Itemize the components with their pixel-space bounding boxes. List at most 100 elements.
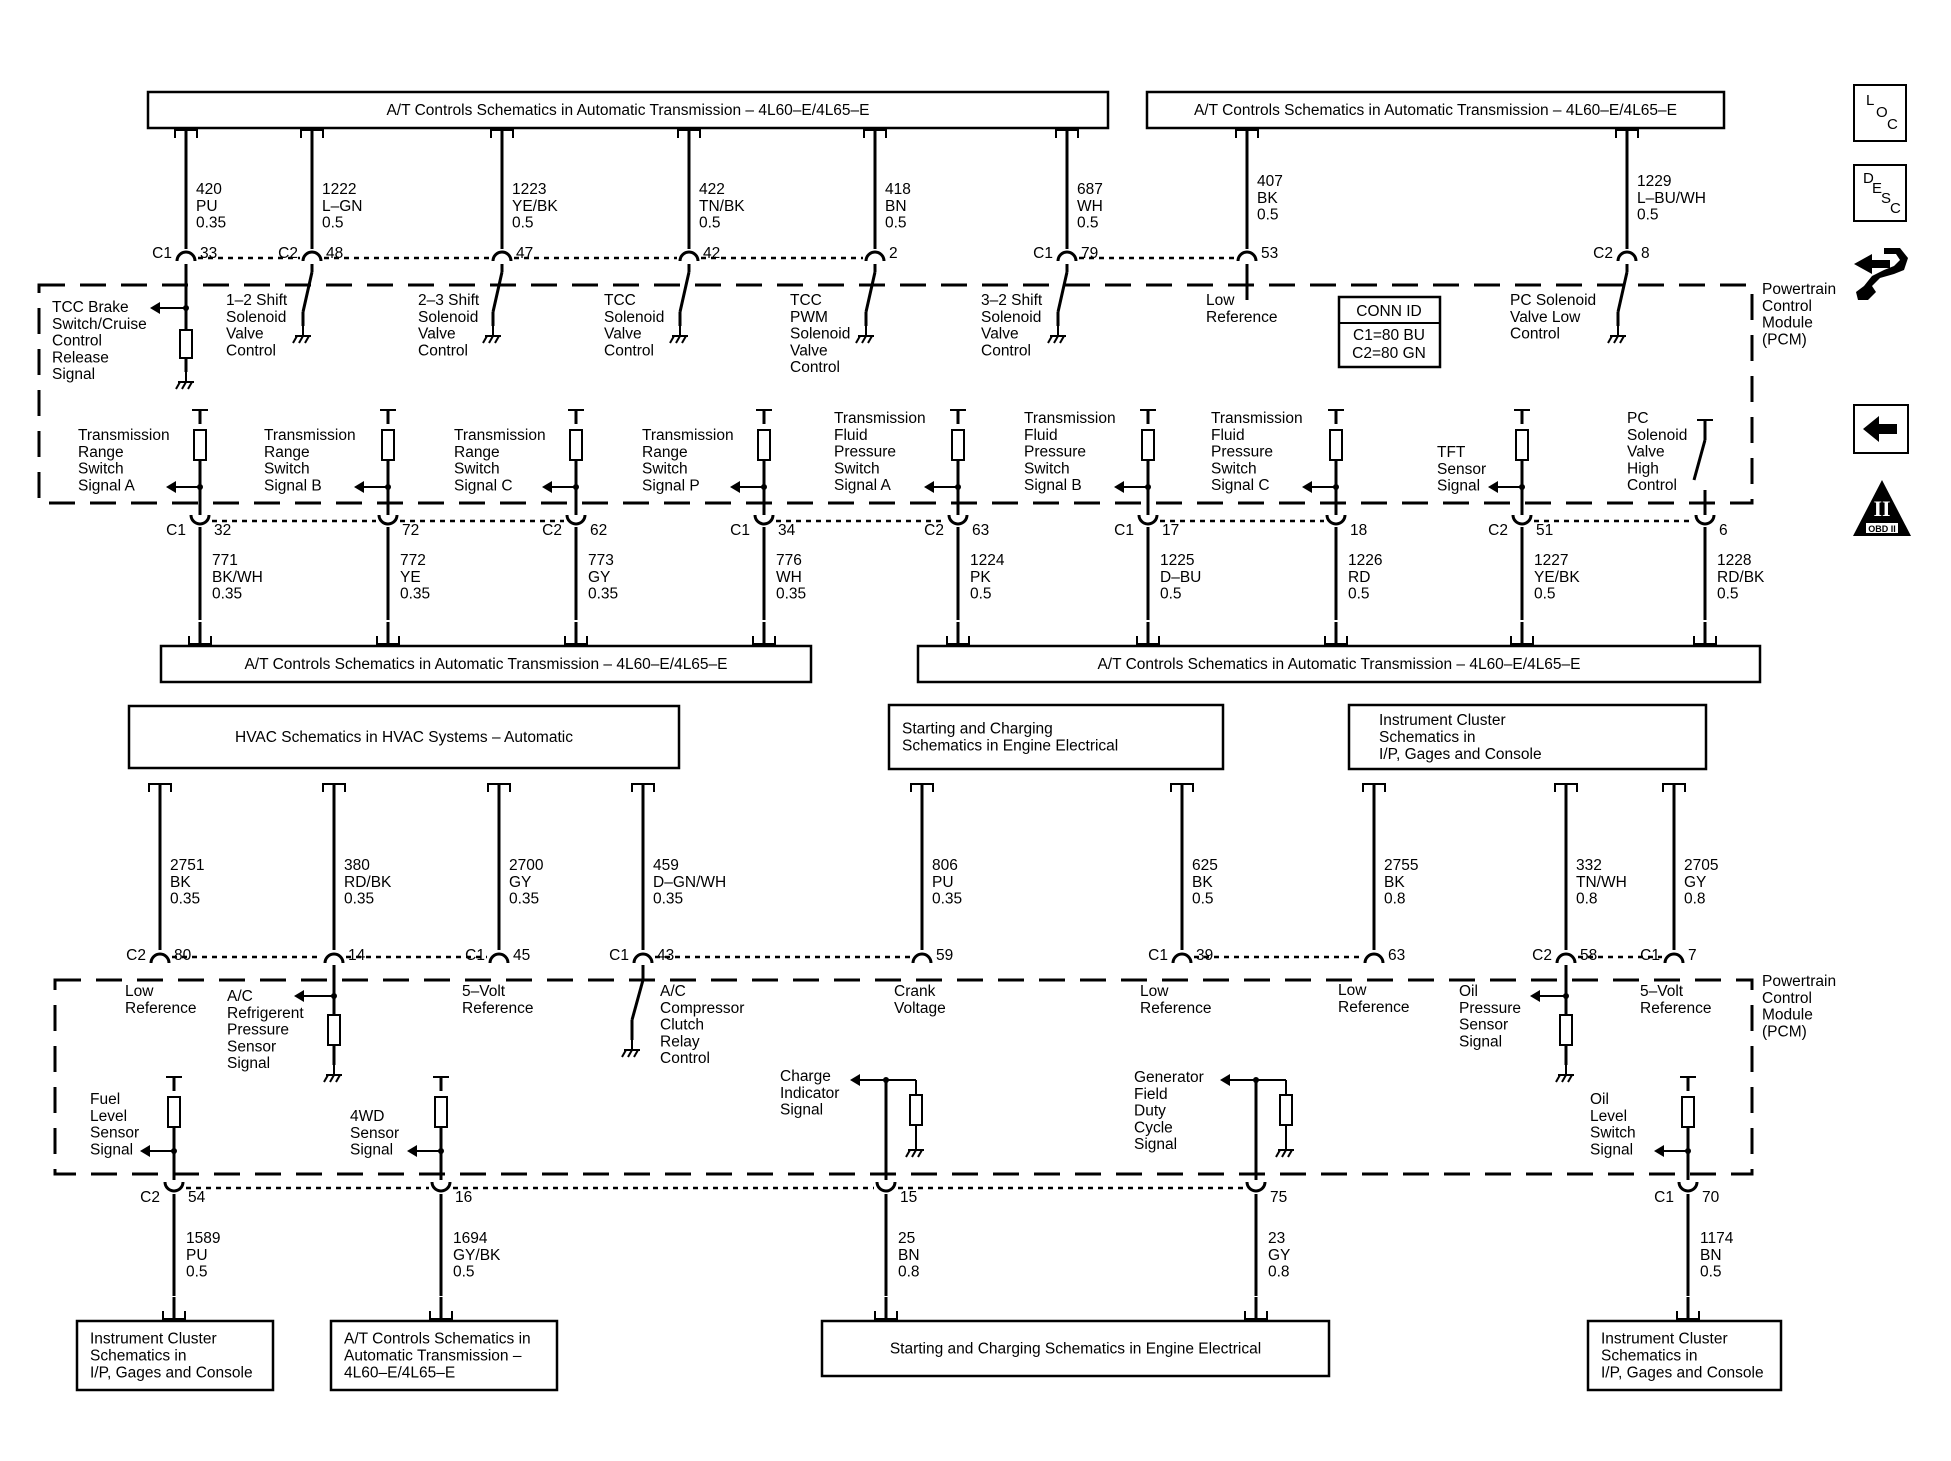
signal-label-text-line: A/C	[227, 988, 253, 1005]
wire-spec-text-line: 1225	[1160, 552, 1194, 569]
ground-symbol	[627, 1049, 633, 1058]
terminal-bracket	[910, 783, 934, 792]
switch-blade	[864, 271, 877, 313]
back-arrow-icon	[1863, 416, 1897, 442]
signal-label-text-line: Control	[1627, 477, 1677, 494]
signal-label-text-line: Reference	[1206, 309, 1278, 326]
wire-spec-text-line: 407	[1257, 173, 1283, 190]
resistor-symbol	[1681, 1096, 1695, 1128]
reference-box[interactable]	[127, 704, 681, 770]
connector-id-text: C2	[542, 522, 562, 539]
connector-id-text: C1	[465, 947, 485, 964]
switch-blade	[301, 271, 314, 313]
wire-spec-text-line: 1694	[453, 1230, 488, 1247]
reference-box[interactable]	[1347, 703, 1708, 771]
signal-arrow-head	[1488, 481, 1498, 493]
reference-box[interactable]	[916, 644, 1762, 684]
signal-label-text-line: Transmission	[1024, 410, 1116, 427]
reference-box[interactable]	[75, 1319, 275, 1392]
reference-box[interactable]	[820, 1319, 1331, 1378]
wire-spec-text-line: 0.35	[212, 586, 242, 603]
pin-number-text: 39	[1196, 947, 1213, 964]
pin-number-text: 70	[1702, 1189, 1720, 1206]
connector-pin-mark	[491, 250, 513, 262]
wire-spec-text-line: 0.35	[196, 215, 226, 232]
back-button[interactable]	[1853, 404, 1909, 454]
connector-pin-mark	[323, 952, 345, 964]
wire-spec-text-line: BN	[1700, 1247, 1722, 1264]
terminal-bracket	[1362, 783, 1386, 792]
signal-arrow-head	[542, 481, 552, 493]
terminal-bracket	[1554, 783, 1578, 792]
ground-symbol	[1607, 335, 1613, 344]
ground-symbol	[681, 335, 687, 344]
signal-label-text-line: Transmission	[264, 427, 356, 444]
switch-blade	[678, 271, 691, 313]
reference-box[interactable]	[887, 703, 1225, 771]
pin-number-text: 54	[188, 1189, 206, 1206]
reference-box-text-line: Instrument Cluster	[90, 1331, 217, 1348]
reference-box-text-line: A/T Controls Schematics in Automatic Tra…	[1194, 102, 1677, 119]
signal-label-text-line: 5–Volt	[462, 983, 506, 1000]
connector-pin-mark	[1137, 514, 1159, 526]
reference-box[interactable]	[159, 644, 813, 684]
ground-symbol	[1619, 335, 1625, 344]
reference-box-text-line: Starting and Charging	[902, 721, 1053, 738]
wire-spec-text-line: 0.5	[699, 215, 721, 232]
resistor-symbol	[909, 1094, 923, 1126]
reference-box[interactable]	[1145, 90, 1726, 130]
signal-label-text-line: Fluid	[1211, 427, 1245, 444]
wire-spec-text-line: WH	[776, 569, 802, 586]
wire-spec-text-line: 0.35	[588, 586, 618, 603]
resistor-symbol	[1559, 1014, 1573, 1046]
signal-label-text-line: Range	[642, 444, 688, 461]
terminal-bracket	[1615, 129, 1639, 138]
switch-blade	[1616, 271, 1629, 313]
connector-id-text: C1	[1640, 947, 1660, 964]
signal-label-text-line: Pressure	[227, 1022, 289, 1039]
signal-label-text-line: Pressure	[1211, 444, 1273, 461]
wire-spec-text-line: GY	[588, 569, 610, 586]
wire-spec-text-line: 459	[653, 857, 679, 874]
wire-spec-text-line: 0.5	[1700, 1264, 1722, 1281]
ground-symbol	[867, 335, 873, 344]
ground-symbol	[621, 1049, 627, 1058]
signal-label-text-line: Level	[1590, 1108, 1627, 1125]
signal-label-text-line: A/C	[660, 983, 686, 1000]
reference-box-text-line: Schematics in Engine Electrical	[902, 737, 1118, 754]
wire-spec-text-line: 0.5	[1348, 586, 1370, 603]
ground-symbol	[669, 335, 675, 344]
signal-label-text-line: TCC Brake	[52, 299, 129, 316]
signal-label-text-line: Range	[78, 444, 124, 461]
signal-label-text-line: PC	[1627, 410, 1649, 427]
signal-label-text-line: Control	[1510, 326, 1560, 343]
signal-label-text-line: 2–3 Shift	[418, 292, 480, 309]
obd-ii-icon[interactable]: II OBD II	[1849, 476, 1915, 540]
reference-box[interactable]	[146, 90, 1110, 130]
reference-box-text-line: A/T Controls Schematics in	[344, 1331, 531, 1348]
signal-label-text-line: Valve	[981, 326, 1019, 343]
wire-spec-text-line: RD/BK	[344, 874, 392, 891]
signal-label-text-line: Transmission	[642, 427, 734, 444]
signal-label-text-line: Oil	[1590, 1091, 1609, 1108]
ground-symbol	[855, 335, 861, 344]
ground-symbol	[482, 335, 488, 344]
reference-box[interactable]	[329, 1319, 559, 1392]
loc-button[interactable]: L O C	[1853, 84, 1907, 142]
desc-button[interactable]: D E S C	[1853, 164, 1907, 222]
signal-label-text-line: Clutch	[660, 1017, 704, 1034]
signal-label-text-line: Crank	[894, 983, 936, 1000]
terminal-bracket	[874, 1311, 898, 1320]
ground-symbol	[329, 1074, 335, 1083]
signal-label-text-line: Transmission	[78, 427, 170, 444]
signal-label-text-line: Switch	[642, 461, 688, 478]
connector-view-icon[interactable]	[1850, 240, 1912, 312]
connector-id-text: C1	[609, 947, 629, 964]
terminal-bracket	[162, 1311, 186, 1320]
signal-label-text-line: Switch/Cruise	[52, 316, 147, 333]
pin-number-text: 63	[972, 522, 989, 539]
ground-symbol	[1281, 1149, 1287, 1158]
connector-pin-mark	[1694, 514, 1716, 526]
signal-label-text-line: Control	[604, 342, 654, 359]
reference-box[interactable]	[1586, 1319, 1783, 1392]
